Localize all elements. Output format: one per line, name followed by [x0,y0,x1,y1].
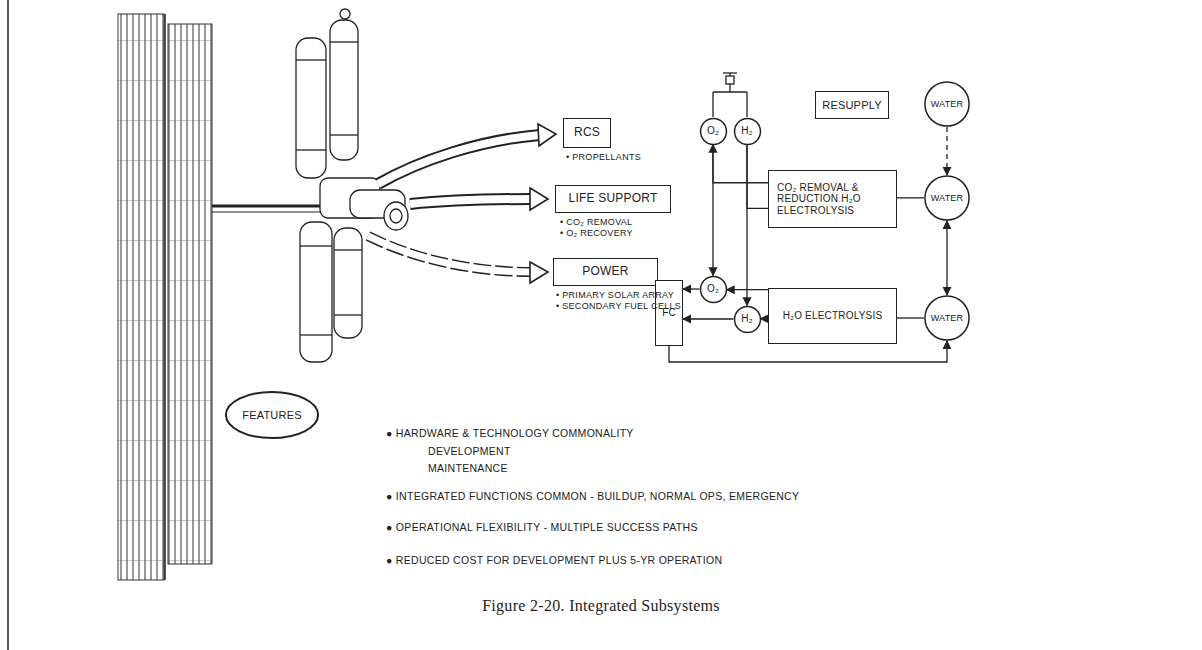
flow-connector [683,288,700,289]
process-box: RCS [563,118,611,148]
process-box: FC [655,280,683,346]
flow-connector [713,145,768,183]
subsystem-bullet: • CO₂ REMOVAL [560,217,632,227]
solar-array [118,14,330,580]
process-box: RESUPPLY [815,91,889,119]
figure-caption: Figure 2-20. Integrated Subsystems [0,597,1202,615]
tank-circle: O₂ [700,276,727,303]
feature-note: ● INTEGRATED FUNCTIONS COMMON - BUILDUP,… [386,490,799,502]
process-box: CO₂ REMOVAL & REDUCTION H₂O ELECTROLYSIS [768,170,897,228]
tank-circle: H₂ [734,306,761,333]
node-label: CO₂ REMOVAL & REDUCTION H₂O ELECTROLYSIS [777,182,888,217]
process-box: LIFE SUPPORT [555,185,671,213]
features-ellipse: FEATURES [224,391,320,439]
node-label: FEATURES [242,409,301,422]
subsystem-bullet: • SECONDARY FUEL CELLS [556,301,681,311]
node-label: H₂O ELECTROLYSIS [783,310,883,322]
page-border [7,0,9,650]
feature-note: MAINTENANCE [428,462,508,474]
flow-connector [897,197,924,198]
subsystem-bullet: • O₂ RECOVERY [560,228,633,238]
node-outline [700,118,726,144]
flow-connector [669,341,947,362]
flow-connector [761,318,769,319]
node-label: O₂ [707,125,719,137]
subsystem-bullet: • PRIMARY SOLAR ARRAY [556,290,674,300]
process-box: H₂O ELECTROLYSIS [768,288,897,344]
tank-circle: O₂ [700,118,727,145]
space-station [296,9,408,362]
node-label: O₂ [707,283,719,295]
node-label: WATER [931,313,964,323]
node-outline [925,176,969,220]
flow-connector [683,318,734,319]
feature-note: ● OPERATIONAL FLEXIBILITY - MULTIPLE SUC… [386,521,698,533]
node-label: LIFE SUPPORT [569,192,658,206]
flow-connector [946,221,947,295]
process-box: POWER [553,258,658,286]
node-outline [226,392,318,438]
feature-note: DEVELOPMENT [428,445,511,457]
feature-note: ● HARDWARE & TECHNOLOGY COMMONALITY [386,427,634,439]
node-outline [734,118,760,144]
pointer-arrow [368,124,556,283]
tank-circle: WATER [924,175,970,221]
feature-note: ● REDUCED COST FOR DEVELOPMENT PLUS 5-YR… [386,554,722,566]
subsystem-bullet: • PROPELLANTS [566,152,641,162]
node-label: WATER [931,193,964,203]
valve-symbol [713,73,747,117]
node-outline [925,82,969,126]
tank-circle: H₂ [734,118,761,145]
node-outline [700,276,726,302]
node-label: RESUPPLY [822,99,881,112]
node-label: RCS [574,126,600,140]
tank-circle: WATER [924,81,970,127]
flow-connector [747,145,768,209]
node-outline [734,306,760,332]
flow-connector [897,317,924,318]
tank-circle: WATER [924,295,970,341]
node-label: POWER [582,265,628,279]
node-label: H₂ [741,125,753,137]
node-outline [925,296,969,340]
flow-connector [946,127,947,175]
flow-connector [727,289,769,290]
node-label: H₂ [741,313,753,325]
node-label: WATER [931,99,964,109]
